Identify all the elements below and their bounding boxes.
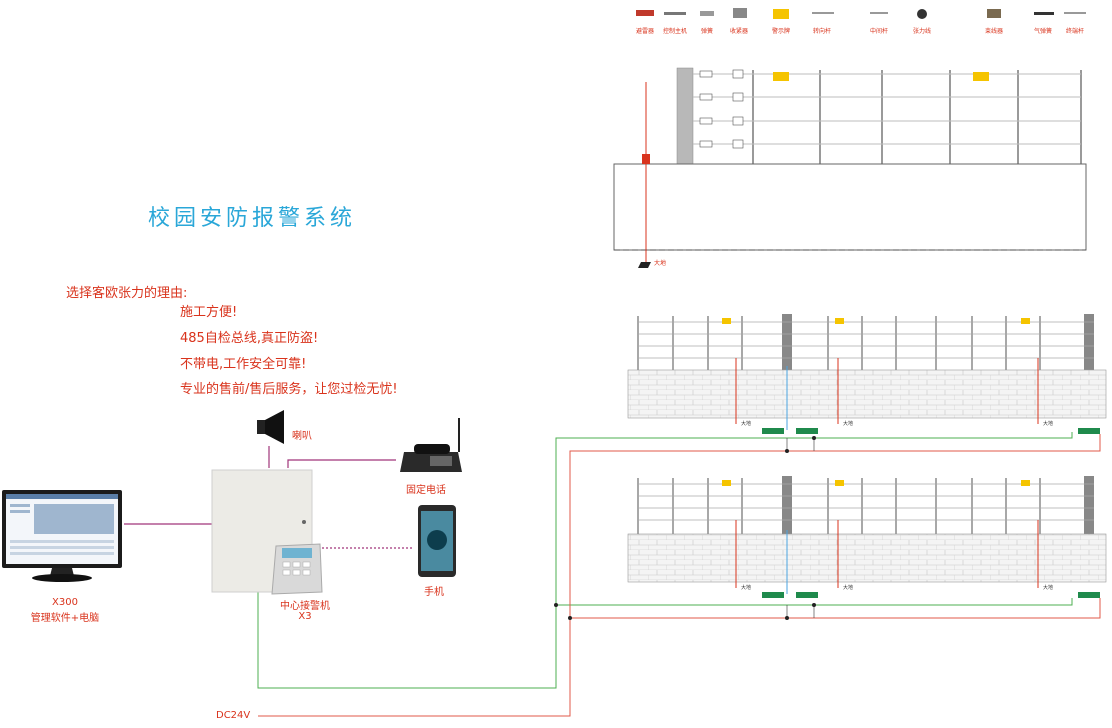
corner-post-icon: [812, 12, 834, 14]
speaker-icon: [257, 410, 284, 444]
part-label: 收紧器: [729, 28, 748, 35]
controller-rod-icon: [664, 12, 686, 15]
middle-post-icon: [870, 12, 888, 14]
part-label: 弹簧: [700, 28, 713, 35]
junction-box: [1078, 592, 1100, 598]
parts-icon-row: [636, 8, 1086, 19]
reason-item: 不带电,工作安全可靠!: [180, 357, 307, 372]
ground-label: 大地: [741, 421, 752, 427]
terminal-post-icon: [1064, 12, 1086, 14]
junction-box: [796, 592, 818, 598]
mobile-phone-icon: [418, 505, 456, 577]
brick-wall: [627, 369, 1107, 419]
part-label: 控制主机: [662, 28, 687, 35]
lightning-arrester: [642, 154, 650, 164]
controller-model: X3: [298, 611, 312, 622]
warning-sign: [773, 72, 789, 81]
part-label: 转向杆: [812, 28, 831, 35]
speaker-label: 喇叭: [292, 431, 312, 442]
ground-label: 大地: [843, 585, 854, 591]
bus-wires: [257, 432, 1101, 717]
junction-box: [762, 592, 784, 598]
brick-wall: [627, 533, 1107, 583]
pc-model: X300: [52, 597, 78, 608]
part-label: 束线器: [984, 28, 1003, 35]
control-host-post: [676, 67, 694, 165]
fence-section-lower: [627, 476, 1107, 598]
part-label: 气弹簧: [1033, 28, 1052, 35]
installation-drawing-top: [613, 8, 1087, 268]
ground-symbol: [638, 262, 651, 268]
controller-label: 中心接警机: [280, 601, 330, 612]
power-label: DC24V: [216, 710, 251, 721]
ground-label: 大地: [1043, 421, 1054, 427]
part-label: 中间杆: [869, 28, 888, 35]
gas-spring-icon: [1034, 12, 1054, 15]
ground-label: 大地: [843, 421, 854, 427]
tightener-icon: [733, 8, 747, 18]
warning-sign-icon: [773, 9, 789, 19]
junction-box: [796, 428, 818, 434]
spring-icon: [700, 11, 714, 16]
junction-box: [1078, 428, 1100, 434]
phone-label: 固定电话: [406, 485, 446, 496]
computer-monitor-icon: [2, 490, 122, 582]
alarm-controller-icon: [211, 469, 323, 595]
part-label: 终端杆: [1065, 28, 1084, 35]
pc-label: 管理软件+电脑: [30, 613, 100, 624]
part-label: 张力线: [912, 28, 931, 35]
junction-box: [762, 428, 784, 434]
mobile-label: 手机: [424, 587, 444, 598]
tension-wire-icon: [917, 9, 927, 19]
ground-label: 大地: [1043, 585, 1054, 591]
ground-label: 大地: [741, 585, 752, 591]
wire-clamp-icon: [987, 9, 1001, 18]
page-title: 校园安防报警系统: [148, 206, 357, 231]
reason-item: 485自检总线,真正防盗!: [180, 331, 319, 346]
reasons-heading: 选择客欧张力的理由:: [66, 286, 188, 301]
part-label: 避雷器: [635, 28, 654, 35]
part-label: 警示牌: [771, 28, 790, 35]
wall-top: [613, 163, 1087, 251]
phone-link: [287, 459, 396, 468]
warning-sign: [973, 72, 989, 81]
reason-item: 专业的售前/售后服务，让您过检无忧!: [180, 382, 398, 397]
fence-section-middle: [627, 314, 1107, 434]
ground-label: 大地: [654, 260, 667, 267]
reason-item: 施工方便!: [180, 305, 238, 320]
lightning-arrester-icon: [636, 10, 654, 16]
desk-phone-icon: [400, 418, 462, 472]
